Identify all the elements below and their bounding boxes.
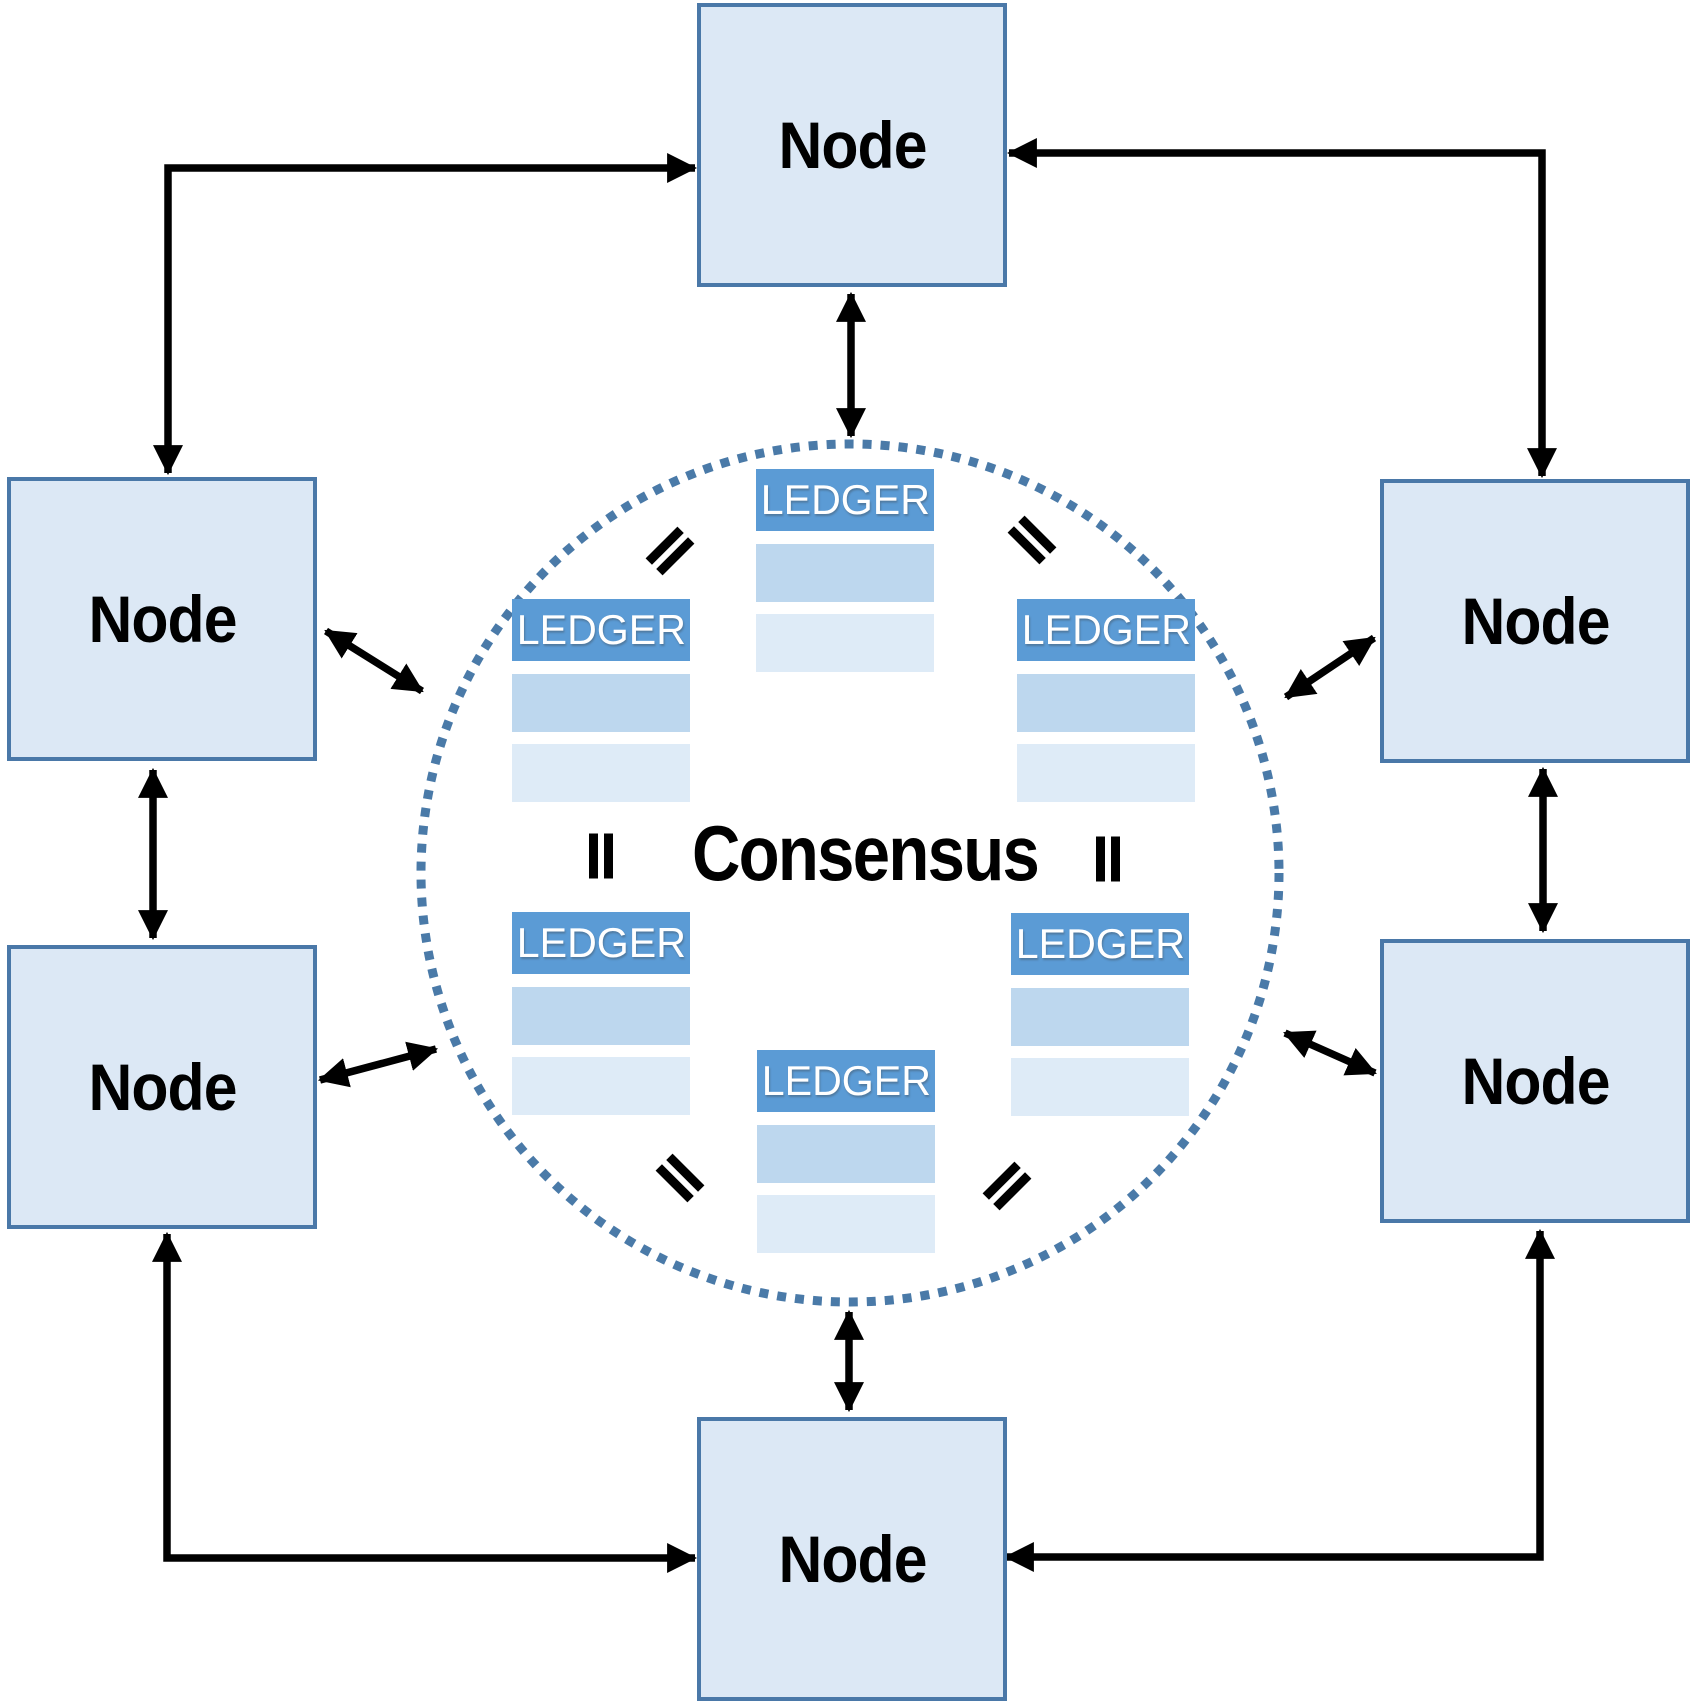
ledger-header: LEDGER <box>757 1050 935 1112</box>
equals-bar <box>1096 836 1105 882</box>
node-label: Node <box>87 1050 237 1124</box>
equals-bar <box>1111 836 1120 882</box>
ledger-table-top-center: LEDGER <box>756 469 934 672</box>
ledger-row <box>1011 1058 1189 1116</box>
ledger-row <box>757 1195 935 1253</box>
node-box-left-lower: Node <box>7 945 317 1229</box>
node-label: Node <box>1460 1044 1610 1118</box>
node-label: Node <box>87 582 237 656</box>
ledger-label: LEDGER <box>1021 606 1191 653</box>
equals-icon-middle-left <box>589 833 613 879</box>
equals-bar <box>604 833 613 879</box>
ledger-row <box>1011 988 1189 1046</box>
ledger-header: LEDGER <box>512 912 690 974</box>
arrow-leftlower-circle <box>317 1041 439 1088</box>
ledger-table-lower-left: LEDGER <box>512 912 690 1115</box>
ledger-row <box>756 544 934 602</box>
ledger-table-upper-left: LEDGER <box>512 599 690 802</box>
arrow-topnode-leftupper-elbow <box>153 153 698 476</box>
arrow-leftupper-circle <box>324 627 424 695</box>
ledger-row <box>512 744 690 802</box>
ledger-label: LEDGER <box>1015 920 1185 967</box>
arrow-topnode-rightupper-elbow <box>1006 138 1557 479</box>
node-box-right-upper: Node <box>1380 479 1690 763</box>
arrow-bottomnode-rightlower-elbow <box>1003 1228 1555 1572</box>
ledger-row <box>512 1057 690 1115</box>
node-box-right-lower: Node <box>1380 939 1690 1223</box>
node-box-top: Node <box>697 3 1007 287</box>
ledger-row <box>1017 744 1195 802</box>
ledger-row <box>512 987 690 1045</box>
ledger-header: LEDGER <box>1017 599 1195 661</box>
node-box-bottom: Node <box>697 1417 1007 1701</box>
equals-bar <box>589 833 598 879</box>
ledger-row <box>756 614 934 672</box>
ledger-table-bottom-center: LEDGER <box>757 1050 935 1253</box>
node-label: Node <box>1460 584 1610 658</box>
equals-icon-middle-right <box>1096 836 1120 882</box>
ledger-label: LEDGER <box>516 606 686 653</box>
ledger-header: LEDGER <box>1011 913 1189 975</box>
ledger-row <box>1017 674 1195 732</box>
ledger-header: LEDGER <box>756 469 934 531</box>
ledger-label: LEDGER <box>760 476 930 523</box>
node-label: Node <box>777 108 927 182</box>
ledger-row <box>757 1125 935 1183</box>
ledger-row <box>512 674 690 732</box>
node-label: Node <box>777 1522 927 1596</box>
ledger-table-lower-right: LEDGER <box>1011 913 1189 1116</box>
arrow-rightupper-circle <box>1283 634 1377 701</box>
arrow-bottomnode-leftlower-elbow <box>152 1231 698 1573</box>
ledger-label: LEDGER <box>761 1057 931 1104</box>
ledger-label: LEDGER <box>516 919 686 966</box>
consensus-title: Consensus <box>691 808 1040 897</box>
ledger-table-upper-right: LEDGER <box>1017 599 1195 802</box>
consensus-boundary-circle <box>416 439 1284 1307</box>
ledger-header: LEDGER <box>512 599 690 661</box>
arrow-rightlower-circle <box>1283 1029 1377 1077</box>
node-box-left-upper: Node <box>7 477 317 761</box>
